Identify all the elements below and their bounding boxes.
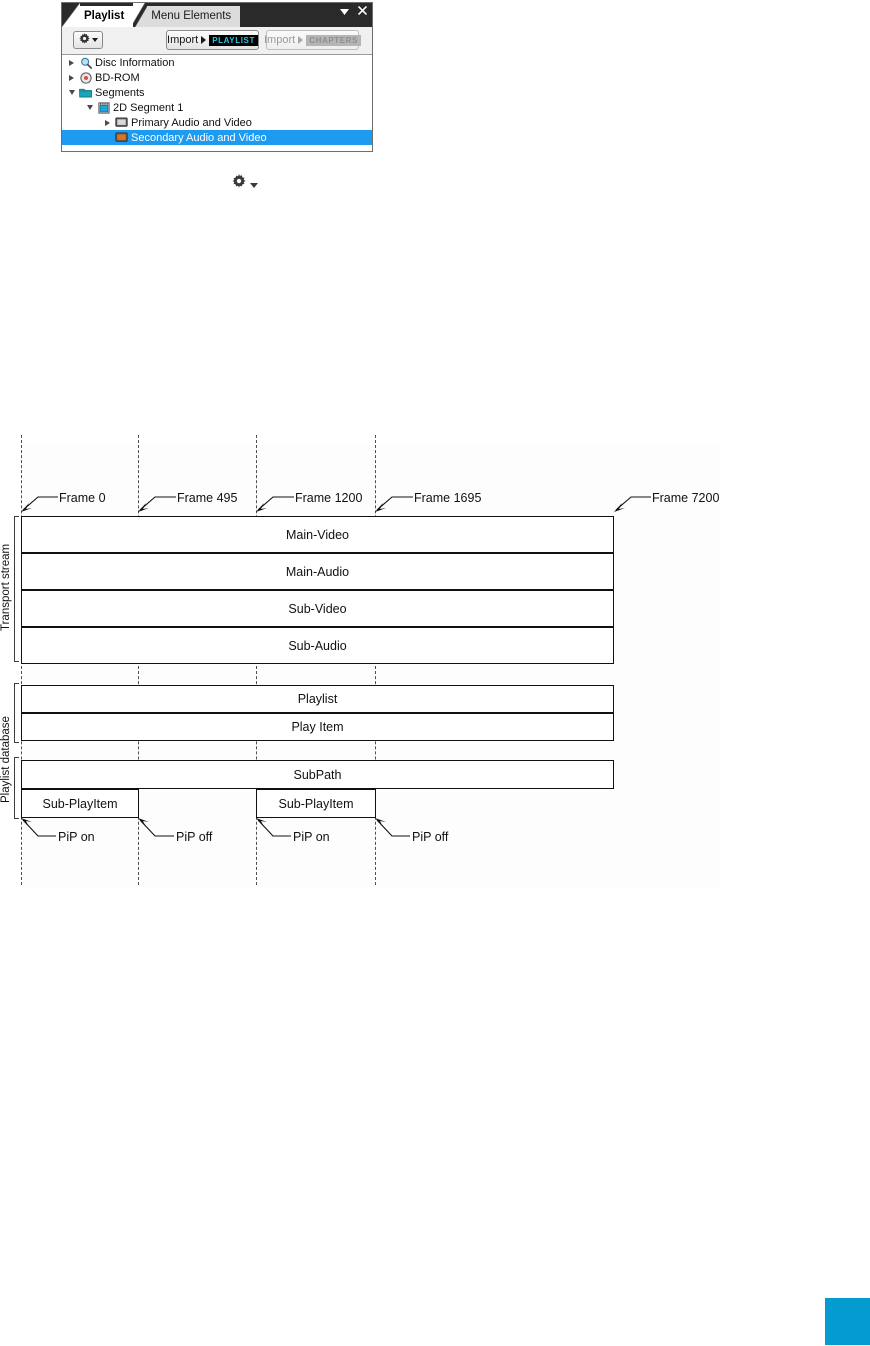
tree-item-label: Primary Audio and Video bbox=[131, 116, 252, 129]
tree-item-label: BD-ROM bbox=[95, 71, 140, 84]
gear-caret-icon bbox=[91, 38, 98, 42]
frame-callout-leaders bbox=[21, 496, 651, 512]
tree-item-primary-audio-and-video[interactable]: Primary Audio and Video bbox=[62, 115, 372, 130]
playlist-database-bracket-2 bbox=[14, 757, 19, 819]
sub-playitem-label: Sub-PlayItem bbox=[42, 796, 118, 811]
tree-item-disc-information[interactable]: Disc Information bbox=[62, 55, 372, 70]
tab-menu-elements[interactable]: Menu Elements bbox=[147, 6, 241, 27]
folder-icon bbox=[78, 87, 93, 98]
chevron-down-icon[interactable] bbox=[340, 6, 349, 18]
side-label-playlist-database: Playlist database bbox=[0, 716, 12, 803]
tree-item-label: 2D Segment 1 bbox=[113, 101, 184, 114]
row-sub-audio: Sub-Audio bbox=[21, 627, 614, 664]
tab-playlist[interactable]: Playlist bbox=[80, 6, 134, 27]
pip-callout-leaders bbox=[21, 818, 410, 837]
collapse-toggle[interactable] bbox=[65, 90, 78, 95]
frame-label-1695: Frame 1695 bbox=[414, 491, 482, 505]
playlist-tree: Disc Information BD-ROM bbox=[62, 55, 372, 151]
row-main-video: Main-Video bbox=[21, 516, 614, 553]
frame-label-0: Frame 0 bbox=[59, 491, 106, 505]
monitor-orange-icon bbox=[114, 132, 129, 143]
row-label: Sub-Audio bbox=[288, 638, 347, 653]
magnifier-icon bbox=[78, 57, 93, 69]
gear-dropdown-control[interactable] bbox=[232, 174, 258, 193]
row-playlist: Playlist bbox=[21, 685, 614, 713]
gear-icon bbox=[78, 33, 90, 47]
disc-icon bbox=[78, 71, 93, 84]
accent-square bbox=[825, 1298, 870, 1345]
sub-playitem-1: Sub-PlayItem bbox=[21, 789, 139, 818]
pip-label-on-2: PiP on bbox=[293, 830, 330, 844]
row-main-audio: Main-Audio bbox=[21, 553, 614, 590]
row-play-item: Play Item bbox=[21, 713, 614, 741]
chevron-down-icon bbox=[250, 175, 258, 193]
frame-label-495: Frame 495 bbox=[177, 491, 238, 505]
tree-item-label: Secondary Audio and Video bbox=[131, 131, 267, 144]
tree-item-2d-segment-1[interactable]: 2D Segment 1 bbox=[62, 100, 372, 115]
expand-toggle[interactable] bbox=[65, 74, 78, 81]
tab-bar-controls bbox=[340, 5, 368, 18]
import-playlist-button[interactable]: Import PLAYLIST bbox=[166, 30, 259, 50]
frame-label-1200: Frame 1200 bbox=[295, 491, 363, 505]
pip-label-on-1: PiP on bbox=[58, 830, 95, 844]
row-label: Sub-Video bbox=[288, 601, 347, 616]
pip-label-off-1: PiP off bbox=[176, 830, 213, 844]
gear-icon bbox=[232, 174, 246, 193]
expand-toggle[interactable] bbox=[65, 59, 78, 66]
tree-item-label: Disc Information bbox=[95, 56, 175, 69]
frame-label-7200: Frame 7200 bbox=[652, 491, 720, 505]
row-label: Main-Audio bbox=[285, 564, 350, 579]
film-icon bbox=[96, 101, 111, 114]
expand-toggle[interactable] bbox=[101, 119, 114, 126]
sub-playitem-label: Sub-PlayItem bbox=[278, 796, 354, 811]
tab-bar-filler bbox=[240, 3, 372, 27]
playlist-database-bracket bbox=[14, 683, 19, 743]
collapse-toggle[interactable] bbox=[83, 105, 96, 110]
side-label-transport-stream: Transport stream bbox=[0, 543, 12, 632]
row-sub-video: Sub-Video bbox=[21, 590, 614, 627]
tree-item-bd-rom[interactable]: BD-ROM bbox=[62, 70, 372, 85]
row-label: Play Item bbox=[291, 720, 344, 734]
close-icon[interactable] bbox=[357, 5, 368, 18]
pip-label-off-2: PiP off bbox=[412, 830, 449, 844]
tree-item-label: Segments bbox=[95, 86, 145, 99]
monitor-icon bbox=[114, 117, 129, 128]
row-label: Playlist bbox=[297, 692, 338, 706]
row-label: Main-Video bbox=[285, 527, 349, 542]
tab-left-slant bbox=[62, 3, 80, 27]
pip-timing-diagram: Frame 0 Frame 495 Frame 1200 Frame 1695 … bbox=[0, 420, 870, 900]
playlist-badge: PLAYLIST bbox=[209, 34, 258, 46]
play-triangle-icon bbox=[201, 36, 207, 44]
row-label: SubPath bbox=[293, 767, 342, 782]
playlist-toolbar: Import PLAYLIST Import CHAPTERS bbox=[62, 27, 372, 55]
play-triangle-disabled-icon bbox=[298, 36, 304, 44]
sub-playitem-2: Sub-PlayItem bbox=[256, 789, 376, 818]
gear-menu-button[interactable] bbox=[73, 31, 103, 49]
chapters-badge: CHAPTERS bbox=[306, 34, 361, 46]
transport-stream-bracket bbox=[14, 516, 19, 662]
playlist-panel: Playlist Menu Elements bbox=[61, 2, 373, 152]
import-playlist-label: Import bbox=[167, 34, 199, 46]
import-chapters-label: Import bbox=[264, 34, 296, 46]
tree-item-segments[interactable]: Segments bbox=[62, 85, 372, 100]
tree-item-secondary-audio-and-video[interactable]: Secondary Audio and Video bbox=[62, 130, 372, 145]
tab-separator bbox=[133, 3, 148, 27]
tab-bar: Playlist Menu Elements bbox=[62, 3, 372, 27]
row-subpath: SubPath bbox=[21, 760, 614, 789]
import-chapters-button[interactable]: Import CHAPTERS bbox=[264, 30, 361, 50]
